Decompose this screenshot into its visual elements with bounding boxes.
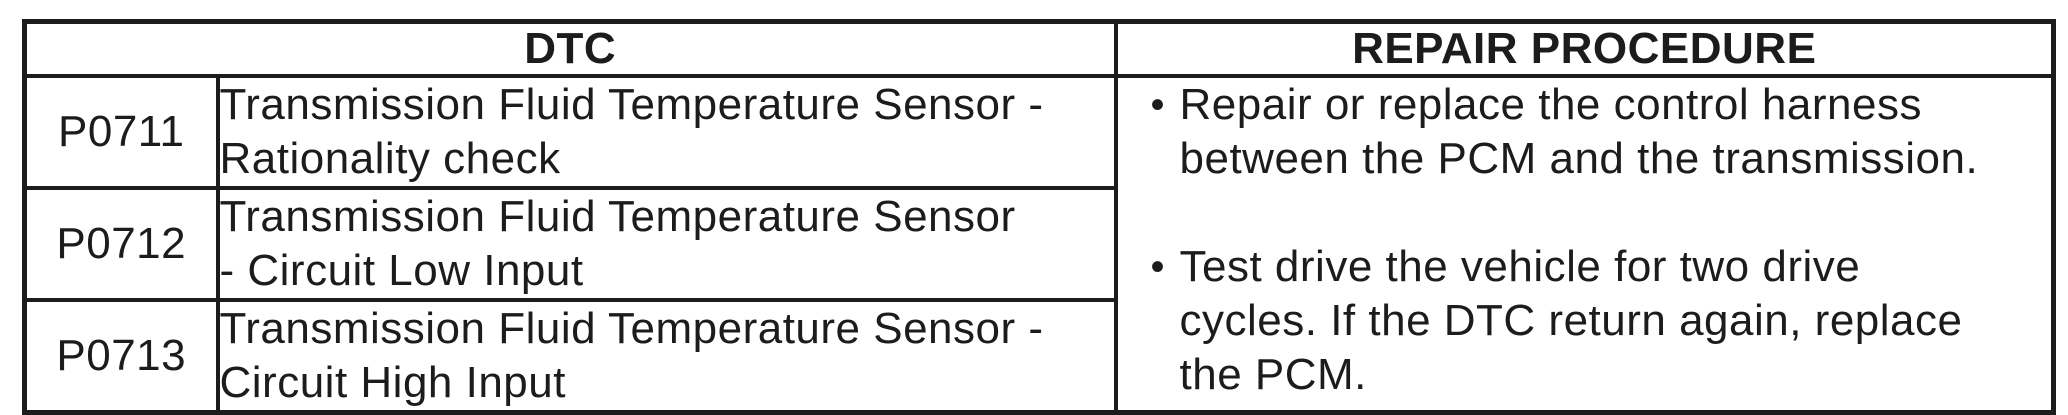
dtc-description-cell: Transmission Fluid Temperature Sensor - … [215, 186, 1118, 302]
dtc-description-line: Transmission Fluid Temperature Sensor - [219, 80, 1044, 129]
dtc-description-cell: Transmission Fluid Temperature Sensor - … [215, 74, 1118, 190]
dtc-code-cell: P0711 [22, 74, 220, 190]
dtc-description-cell: Transmission Fluid Temperature Sensor - … [215, 298, 1118, 415]
repair-bullet-text: Repair or replace the control harness be… [1180, 78, 2052, 186]
table-row: P0713 Transmission Fluid Temperature Sen… [22, 298, 2054, 415]
dtc-code-cell: P0712 [22, 186, 220, 302]
repair-bullet-line: Repair or replace the control harness [1179, 80, 1922, 129]
dtc-description-line: Rationality check [219, 134, 561, 183]
repair-bullet-line: the PCM. [1179, 350, 1367, 399]
dtc-description-line: Transmission Fluid Temperature Sensor [219, 192, 1016, 241]
repair-bullet-line: between the PCM and the transmission. [1179, 134, 1979, 183]
repair-procedure-column-header: REPAIR PROCEDURE [1113, 19, 2056, 78]
dtc-code-cell: P0713 [22, 298, 220, 415]
repair-procedure-cell: • Repair or replace the control harness … [1113, 74, 2056, 415]
table-header-row: DTC REPAIR PROCEDURE [22, 19, 2056, 78]
repair-bullet-line: Test drive the vehicle for two drive [1179, 242, 1861, 291]
bullet-icon: • [1150, 83, 1166, 127]
table-row: P0711 Transmission Fluid Temperature Sen… [22, 74, 2056, 415]
repair-bullet-line: cycles. If the DTC return again, replace [1179, 296, 1963, 345]
dtc-description-line: Circuit High Input [219, 358, 566, 407]
table-row: P0712 Transmission Fluid Temperature Sen… [22, 186, 2054, 302]
dtc-column-header: DTC [22, 19, 1118, 78]
repair-bullet-text: Test drive the vehicle for two drive cyc… [1180, 240, 2052, 402]
repair-bullet-item: • Repair or replace the control harness … [1118, 78, 2052, 186]
dtc-description-line: - Circuit Low Input [219, 246, 584, 295]
bullet-icon: • [1150, 245, 1166, 289]
dtc-description-line: Transmission Fluid Temperature Sensor - [219, 304, 1044, 353]
repair-bullet-item: • Test drive the vehicle for two drive c… [1118, 240, 2052, 402]
dtc-repair-table: DTC REPAIR PROCEDURE P0711 Transmission … [22, 19, 2056, 415]
